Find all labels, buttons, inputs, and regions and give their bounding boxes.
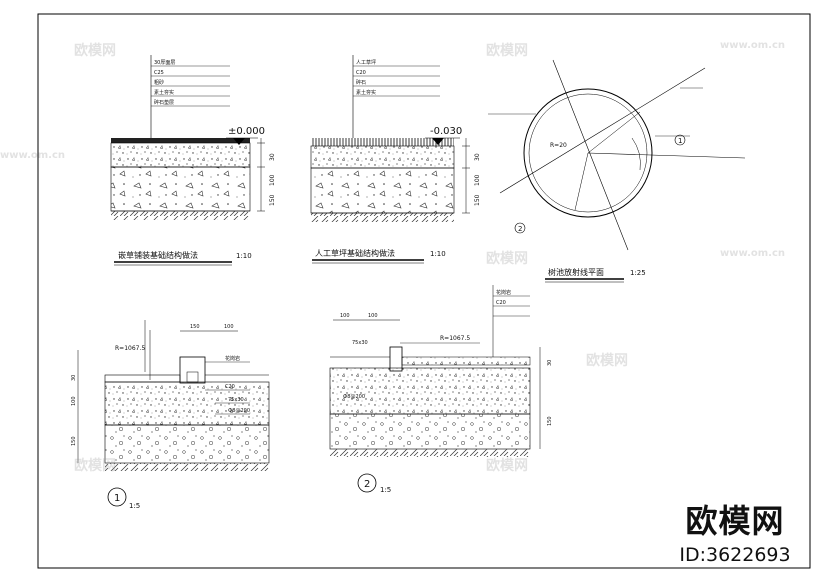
plan-inner-circle	[528, 93, 648, 213]
detail-2-note-3: C20	[496, 300, 506, 306]
detail-2-soil-layer	[330, 449, 530, 457]
section-a-note-5: 碎石垫层	[154, 99, 174, 106]
detail-1-upper-layer	[104, 381, 270, 426]
detail-2: 100 100 30 150 R=1067.5 75x30 花岗岩 C20 Ф8…	[329, 285, 553, 494]
section-a-elevation: ±0.000	[228, 126, 265, 137]
watermark-url: www.om.cn	[720, 248, 786, 259]
detail-1-base-layer	[104, 424, 270, 464]
plan-scale: 1:25	[630, 269, 646, 277]
detail-2-base-layer	[329, 413, 531, 450]
plan-marker-1	[674, 134, 686, 146]
detail-1-grate	[186, 371, 199, 383]
detail-2-note-2: 花岗岩	[496, 289, 511, 296]
watermark-url: www.om.cn	[0, 150, 66, 161]
brand-id: ID:3622693	[679, 544, 791, 566]
detail-1-paving-strip	[104, 374, 181, 383]
section-b-soil-layer	[311, 213, 454, 222]
section-b-dim-3: 150	[474, 194, 481, 206]
section-a-dim-3: 150	[269, 194, 276, 206]
detail-2-note-4: Ф8@200	[343, 394, 365, 400]
sheet-border	[37, 13, 811, 569]
detail-2-dim-side-2: 150	[547, 416, 553, 426]
section-b-elevation: -0.030	[430, 126, 462, 137]
watermark-logo: 欧模网	[74, 458, 116, 474]
section-a-paving: 30厚面层 C25 粗砂 素土夯实 碎石垫层 ±0.000 30 100 150…	[110, 55, 276, 266]
detail-1-scale: 1:5	[129, 502, 140, 510]
section-b-dim-1: 30	[474, 153, 481, 161]
section-b-note-2: C20	[356, 70, 366, 76]
section-a-note-4: 素土夯实	[154, 89, 174, 96]
watermark-logo: 欧模网	[486, 251, 528, 267]
plan-outer-circle	[523, 88, 653, 218]
brand-logo-text: 欧模网	[685, 502, 785, 540]
detail-2-dim-side-1: 30	[547, 360, 553, 366]
detail-2-note-1: 75x30	[352, 340, 368, 346]
detail-1-soil-layer	[105, 463, 269, 471]
detail-1-curb	[179, 356, 206, 384]
detail-2-dim-top-2: 100	[368, 313, 378, 319]
detail-2-upper-layer	[329, 367, 531, 415]
watermark-logo: 欧模网	[486, 43, 528, 59]
plan-radius-label: R=20	[550, 142, 567, 149]
section-b-title: 人工草坪基础结构做法	[315, 248, 395, 258]
section-b-turf: 人工草坪 C20 碎石 素土夯实 -0.030 30 100 150 人工草坪基…	[310, 55, 481, 264]
detail-1-dim-side-1: 150	[71, 436, 77, 446]
detail-1-dim-top-2: 100	[224, 324, 234, 330]
brand-block: 欧模网 ID:3622693	[675, 496, 795, 566]
detail-1-dim-side-3: 30	[71, 375, 77, 381]
detail-2-number: 2	[364, 479, 370, 490]
detail-1-radius: R=1067.5	[115, 345, 145, 352]
plan-marker-1-text: 1	[678, 137, 682, 145]
detail-1-dim-top-1: 150	[190, 324, 200, 330]
detail-1-number-circle	[107, 487, 127, 507]
detail-1-number: 1	[114, 493, 120, 504]
tree-pit-plan: R=20 1 2 树池放射线平面 1:25	[488, 59, 746, 283]
section-a-surface	[111, 138, 250, 143]
detail-2-scale: 1:5	[380, 486, 391, 494]
detail-1: R=1067.5 150 100 150 100 30 花岗岩 C20 75x3…	[71, 320, 270, 510]
detail-2-radius: R=1067.5	[440, 335, 470, 342]
section-b-note-1: 人工草坪	[356, 59, 376, 66]
section-b-note-4: 素土夯实	[356, 89, 376, 96]
section-b-concrete-layer	[310, 145, 455, 169]
section-a-note-2: C25	[154, 70, 164, 76]
detail-2-dim-top-1: 100	[340, 313, 350, 319]
section-a-scale: 1:10	[236, 252, 252, 260]
watermark-logo: 欧模网	[586, 353, 628, 369]
section-b-gravel-layer	[310, 167, 455, 214]
section-a-note-1: 30厚面层	[154, 60, 175, 66]
section-a-dim-2: 100	[269, 174, 276, 186]
section-a-soil-layer	[111, 211, 250, 220]
section-b-scale: 1:10	[430, 250, 446, 258]
watermark-logo: 欧模网	[74, 43, 116, 59]
detail-2-number-circle	[357, 473, 377, 493]
section-b-turf-layer	[311, 138, 454, 146]
plan-marker-2	[514, 222, 526, 234]
detail-1-dim-side-2: 100	[71, 396, 77, 406]
watermark-url: www.om.cn	[720, 40, 786, 51]
detail-2-paving	[401, 356, 531, 366]
section-a-note-3: 粗砂	[154, 79, 164, 86]
section-b-elevation-marker	[432, 138, 444, 145]
section-a-elevation-marker	[233, 138, 245, 145]
section-a-gravel-layer	[110, 166, 251, 212]
detail-1-note-4: Ф8@200	[228, 408, 250, 414]
plan-marker-2-text: 2	[518, 225, 522, 233]
section-a-title: 嵌草铺装基础结构做法	[118, 250, 198, 260]
plan-title: 树池放射线平面	[548, 267, 604, 277]
section-a-concrete-layer	[110, 142, 251, 168]
detail-1-note-1: 花岗岩	[225, 355, 240, 362]
detail-2-curb	[389, 346, 403, 372]
detail-1-note-2: C20	[225, 384, 235, 390]
watermark-logo: 欧模网	[486, 458, 528, 474]
section-b-note-3: 碎石	[356, 79, 366, 86]
detail-1-note-3: 75x30	[228, 397, 244, 403]
section-a-dim-1: 30	[269, 153, 276, 161]
section-b-dim-2: 100	[474, 174, 481, 186]
